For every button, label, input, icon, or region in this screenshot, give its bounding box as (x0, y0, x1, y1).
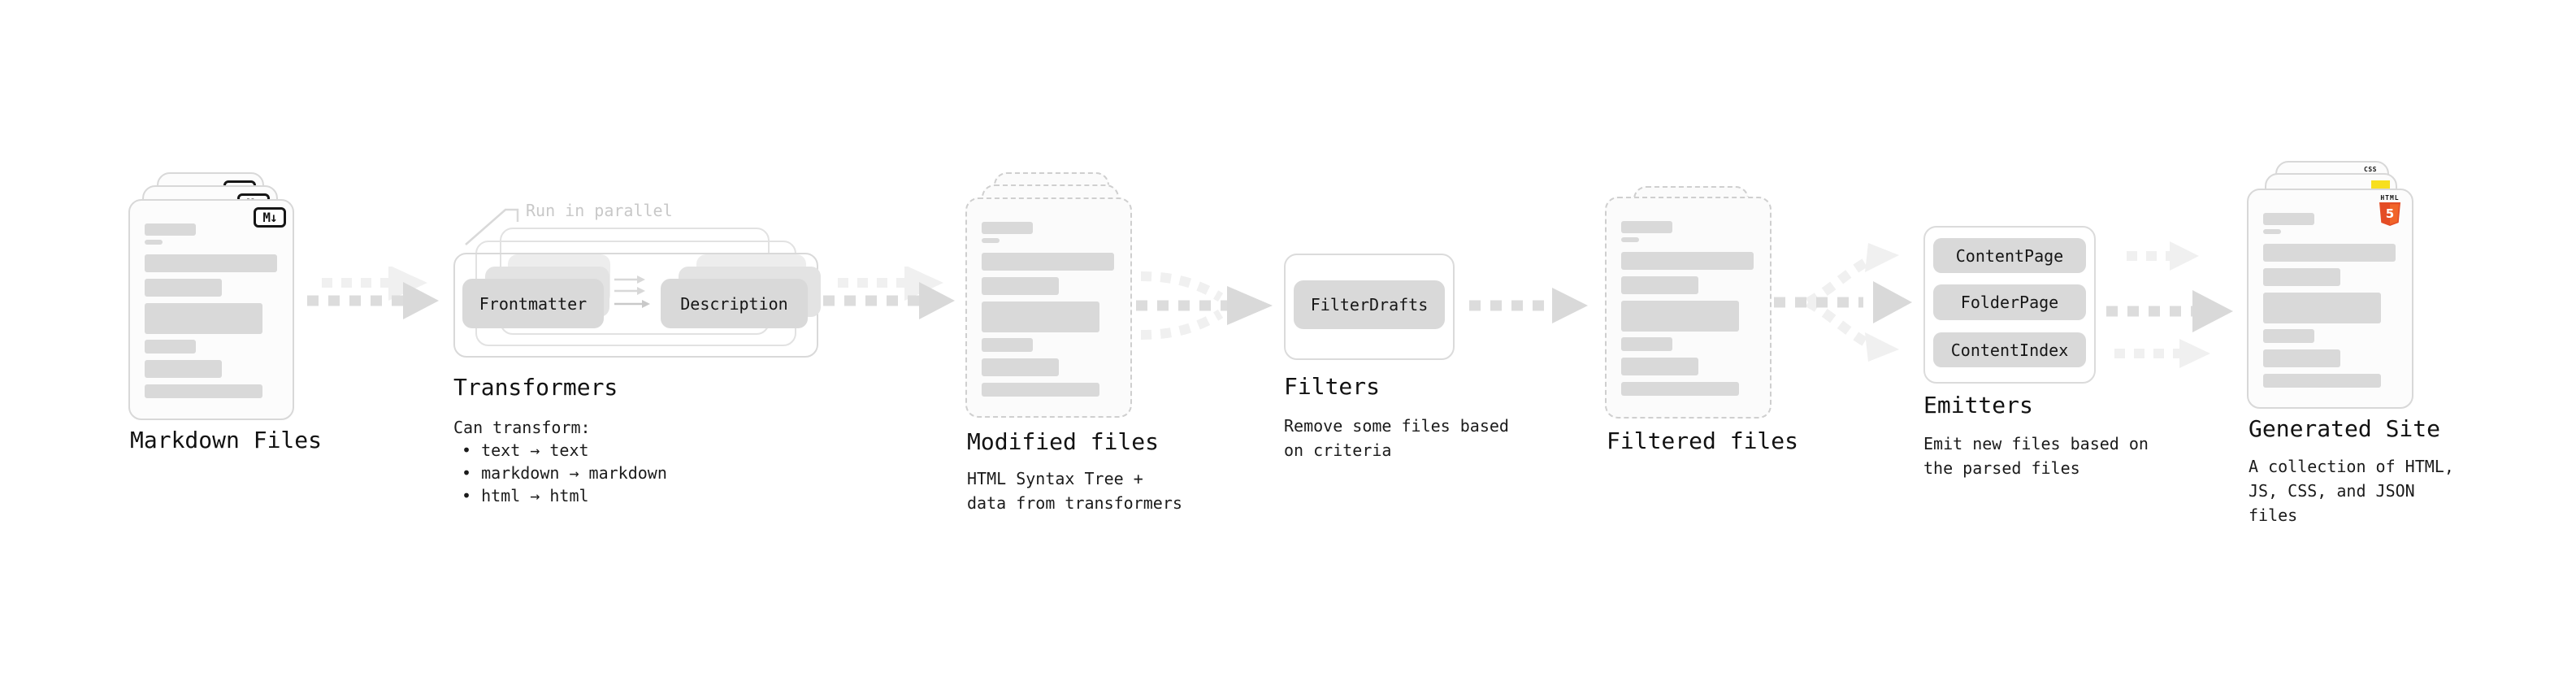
content-bar (982, 253, 1114, 271)
flow-arrow-filtered-to-emitters-split (1774, 243, 1912, 362)
flow-arrow-modified-to-filters-merge (1136, 271, 1273, 340)
content-bar (982, 277, 1059, 295)
emitter-box-contentpage: ContentPage (1933, 238, 2086, 273)
content-bar (145, 254, 277, 272)
stage-emitters: ContentPage FolderPage ContentIndex Emit… (1923, 226, 2184, 486)
content-bar (982, 301, 1099, 332)
bullet-item: • text → text (462, 440, 589, 460)
content-bar (2263, 349, 2340, 367)
content-bar (1621, 358, 1698, 375)
stage-description: Remove some files based on criteria (1284, 416, 1509, 460)
content-bar (2263, 213, 2314, 225)
content-bar (1621, 276, 1698, 294)
filtered-file-card-front (1605, 197, 1772, 419)
stage-label: Modified files (967, 428, 1160, 455)
stage-modified-files: Modified files HTML Syntax Tree + data f… (965, 172, 1201, 530)
content-bar (1621, 221, 1672, 233)
modified-file-card-front (965, 197, 1132, 418)
stage-description-title: Can transform: (453, 418, 591, 437)
content-bar (1621, 252, 1754, 270)
bullet-item: • markdown → markdown (462, 463, 667, 483)
transformer-box-description: Description (661, 279, 808, 328)
content-bar (982, 383, 1099, 397)
content-bar (145, 279, 222, 297)
stage-generated-site: CSS HTML 5 (2247, 161, 2458, 525)
content-bar (2263, 374, 2381, 388)
stage-transformers: Run in parallel Frontmatter Description … (453, 195, 835, 520)
stage-label: Filtered files (1607, 427, 1799, 454)
stage-markdown-files: M↓ M↓ M↓ Markdown Files (128, 172, 322, 481)
html5-number: 5 (2385, 206, 2395, 221)
content-bar (2263, 244, 2396, 262)
content-bar (145, 240, 163, 245)
stage-description: A collection of HTML, JS, CSS, and JSON … (2249, 457, 2454, 525)
stage-description: HTML Syntax Tree + data from transformer… (967, 469, 1182, 513)
stage-filtered-files: Filtered files (1605, 186, 1798, 462)
file-content-placeholder (982, 222, 1116, 397)
transform-bullet-list: • text → text • markdown → markdown • ht… (453, 439, 667, 507)
annotation-leader-line (465, 208, 519, 245)
filter-box-filterdrafts: FilterDrafts (1294, 280, 1445, 329)
file-content-placeholder (145, 223, 278, 398)
stage-filters: FilterDrafts Filters Remove some files b… (1284, 254, 1560, 465)
flow-arrow-filters-to-filtered (1469, 288, 1588, 323)
html5-icon-label: HTML (2380, 194, 2400, 202)
content-bar (982, 358, 1059, 376)
content-bar (982, 222, 1033, 234)
stage-label: Transformers (453, 374, 618, 401)
file-content-placeholder (1621, 221, 1755, 396)
css-icon-label: CSS (2364, 166, 2377, 173)
html5-shield-icon: 5 (2379, 202, 2400, 226)
content-bar (1621, 337, 1672, 351)
markdown-file-card-front: M↓ (128, 199, 294, 420)
javascript-file-icon (2371, 180, 2390, 189)
stage-label: Filters (1284, 373, 1381, 400)
content-bar (982, 238, 1000, 243)
content-bar (145, 223, 196, 236)
flow-arrows-emitters-to-generated (2106, 241, 2233, 368)
content-bar (2263, 268, 2340, 286)
transformer-box-frontmatter: Frontmatter (462, 279, 604, 328)
markdown-icon: M↓ (254, 207, 286, 228)
stage-label: Emitters (1923, 392, 2033, 419)
content-bar (145, 384, 262, 398)
content-bar (2263, 229, 2281, 234)
html5-file-icon: HTML 5 (2378, 194, 2402, 226)
content-bar (145, 340, 196, 354)
stage-label: Markdown Files (130, 427, 323, 453)
content-bar (145, 360, 222, 378)
parallel-arrows-icon (614, 275, 650, 308)
bullet-item: • html → html (462, 486, 589, 505)
content-bar (982, 338, 1033, 352)
content-bar (1621, 237, 1639, 242)
run-in-parallel-annotation: Run in parallel (526, 201, 673, 220)
stage-description: Emit new files based on the parsed files (1923, 434, 2149, 478)
content-bar (2263, 329, 2314, 343)
emitter-box-contentindex: ContentIndex (1933, 332, 2086, 367)
content-bar (1621, 301, 1739, 332)
content-bar (145, 303, 262, 334)
flow-arrow-transformers-to-modified (823, 267, 955, 319)
content-bar (2263, 293, 2381, 323)
flow-arrow-markdown-to-transformers (307, 267, 439, 319)
generated-file-card-html: HTML 5 (2247, 189, 2413, 409)
file-content-placeholder (2263, 213, 2397, 388)
stage-label: Generated Site (2249, 415, 2441, 442)
content-bar (1621, 382, 1739, 396)
emitter-box-folderpage: FolderPage (1933, 284, 2086, 320)
